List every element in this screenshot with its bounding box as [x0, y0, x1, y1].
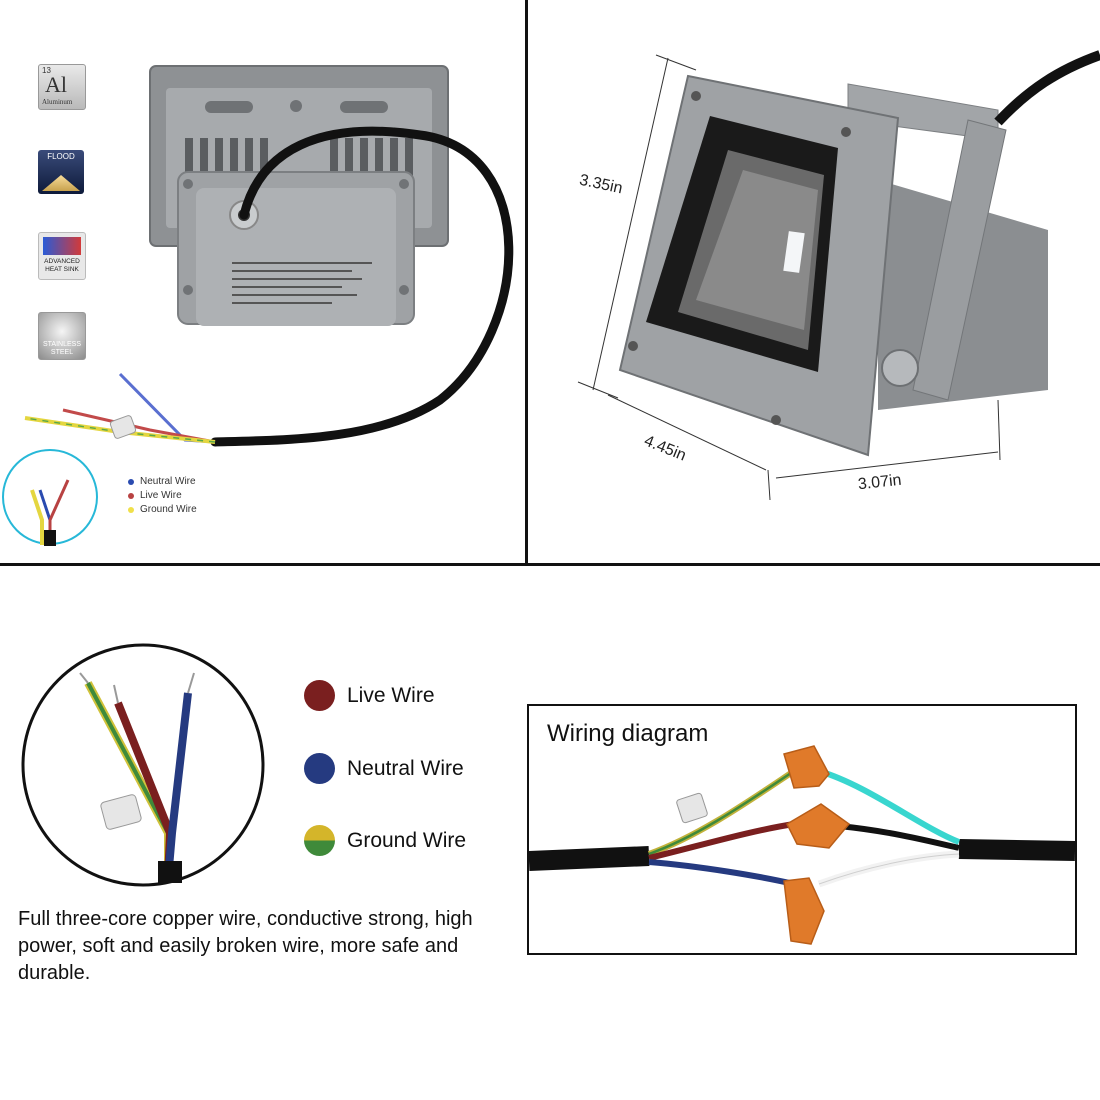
stainless-steel-label: STAINLESS STEEL — [43, 341, 81, 356]
mini-legend-label: Neutral Wire — [140, 476, 196, 487]
wiring-diagram-title: Wiring diagram — [547, 720, 709, 747]
wire-description: Full three-core copper wire, conductive … — [18, 908, 473, 984]
vertical-divider — [525, 0, 528, 565]
flood-label: FLOOD — [47, 152, 75, 161]
ground-wire-dot-icon — [304, 825, 335, 856]
neutral-wire-dot-icon — [304, 753, 335, 784]
mini-legend-label: Ground Wire — [140, 504, 197, 515]
mini-legend-label: Live Wire — [140, 490, 182, 501]
legend-neutral: Neutral Wire — [304, 753, 464, 784]
legend-label: Live Wire — [347, 683, 435, 707]
aluminum-badge: 13 Al Aluminum — [38, 64, 86, 110]
flood-badge: FLOOD — [38, 150, 84, 194]
legend-label: Neutral Wire — [347, 756, 464, 780]
live-wire-dot-icon — [304, 680, 335, 711]
floodlight-front-view — [577, 50, 1100, 501]
floodlight-back-view — [2, 65, 514, 546]
heat-gradient-icon — [43, 237, 81, 255]
mini-legend-ground: Ground Wire — [128, 503, 197, 517]
neutral-dot-icon — [128, 479, 134, 485]
wiring-diagram: Wiring diagram — [527, 704, 1077, 955]
ground-dot-icon — [128, 507, 134, 513]
legend-ground: Ground Wire — [304, 825, 466, 856]
aluminum-atomic-number: 13 — [42, 66, 51, 75]
aluminum-symbol: Al — [45, 72, 67, 97]
mini-wire-legend: Neutral Wire Live Wire Ground Wire — [128, 475, 197, 517]
stainless-steel-badge: STAINLESS STEEL — [38, 312, 86, 360]
legend-label: Ground Wire — [347, 828, 467, 852]
wiring-diagram-illustration — [529, 745, 1075, 945]
aluminum-name: Aluminum — [42, 98, 73, 106]
wire-closeup — [21, 643, 265, 887]
mini-legend-neutral: Neutral Wire — [128, 475, 197, 489]
heat-sink-label: ADVANCED HEAT SINK — [44, 258, 80, 273]
mini-legend-live: Live Wire — [128, 489, 197, 503]
live-dot-icon — [128, 493, 134, 499]
horizontal-divider — [0, 563, 1100, 566]
legend-live: Live Wire — [304, 680, 435, 711]
heat-sink-badge: ADVANCED HEAT SINK — [38, 232, 86, 280]
